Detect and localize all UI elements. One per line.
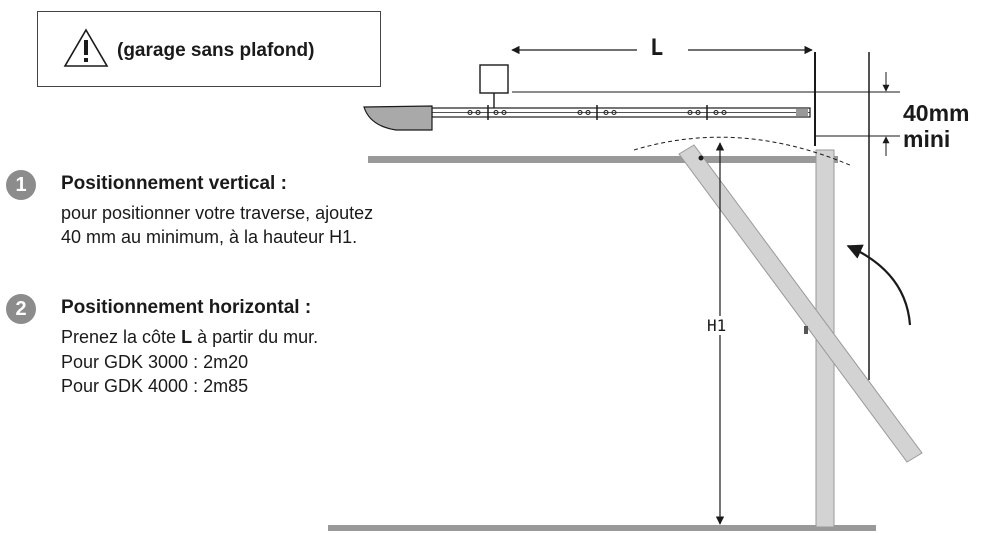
step-2-title: Positionnement horizontal : [61,297,312,318]
rail-end-bracket [796,109,808,116]
control-box [479,64,509,94]
lintel-beam [368,156,838,163]
warning-triangle-icon [63,28,109,67]
door-pivot [698,155,704,161]
step-1-badge: 1 [6,170,36,200]
motor-head [363,105,433,131]
warning-text: (garage sans plafond) [117,40,315,61]
step-2-line-2: Pour GDK 3000 : 2m20 [61,352,249,372]
rail-holes [467,110,727,115]
step-1-line-1: pour positionner votre traverse, ajoutez [61,203,374,223]
step-2-line-3: Pour GDK 4000 : 2m85 [61,376,249,396]
warning-box [37,11,381,87]
door-leaf [678,144,923,463]
step-2-badge: 2 [6,294,36,324]
length-label: L [650,36,664,61]
door-swing-arc [633,136,853,167]
step-1-line-2: 40 mm au minimum, à la hauteur H1. [61,227,358,247]
length-label-ref: L [181,327,193,347]
step-2-line-1: Prenez la côte L à partir du mur. [61,327,319,347]
height-label: H1 [705,316,729,335]
opening-direction-arrow [846,244,912,326]
step-1-title: Positionnement vertical : [61,173,287,194]
floor [328,525,876,531]
